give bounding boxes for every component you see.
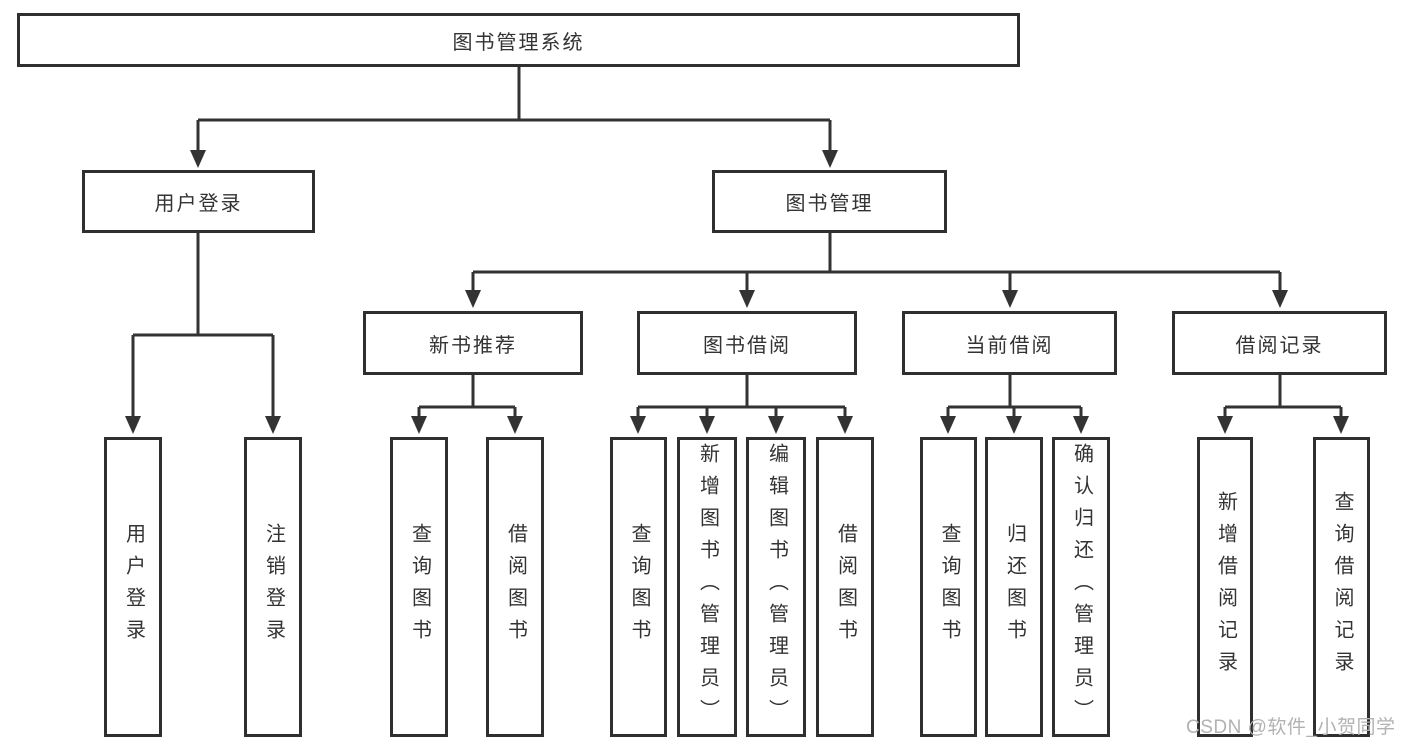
- node-label: 当前借阅: [965, 334, 1054, 357]
- leaf-query-books-borrow: 查询图书: [610, 437, 667, 737]
- leaf-borrow-books: 借阅图书: [816, 437, 874, 737]
- arrowhead-icon: [940, 416, 956, 434]
- node-borrowing-records: 借阅记录: [1172, 311, 1387, 375]
- arrowhead-icon: [125, 416, 141, 434]
- leaf-add-books-admin: 新增图书（管理员）: [677, 437, 737, 737]
- arrowhead-icon: [1333, 416, 1349, 434]
- arrowhead-icon: [768, 416, 784, 434]
- leaf-query-books-recommend: 查询图书: [390, 437, 448, 737]
- node-book-borrowing: 图书借阅: [637, 311, 857, 375]
- arrowhead-icon: [1073, 416, 1089, 434]
- leaf-label: 确认归还（管理员）: [1070, 443, 1093, 731]
- watermark: CSDN @软件_小贺同学: [1186, 717, 1396, 738]
- arrowhead-icon: [1006, 416, 1022, 434]
- arrowhead-icon: [739, 290, 755, 308]
- node-label: 图书借阅: [703, 334, 791, 357]
- leaf-return-books: 归还图书: [985, 437, 1043, 737]
- leaf-user-login: 用户登录: [104, 437, 162, 737]
- leaf-label: 借阅图书: [504, 523, 527, 651]
- arrowhead-icon: [837, 416, 853, 434]
- node-current-borrowing: 当前借阅: [902, 311, 1117, 375]
- arrowhead-icon: [507, 416, 523, 434]
- leaf-label: 借阅图书: [834, 523, 857, 651]
- leaf-label: 新增借阅记录: [1214, 491, 1237, 683]
- leaf-label: 归还图书: [1003, 523, 1026, 651]
- leaf-label: 注销登录: [262, 523, 285, 651]
- leaf-add-borrow-record: 新增借阅记录: [1197, 437, 1253, 737]
- leaf-label: 新增图书（管理员）: [696, 443, 719, 731]
- leaf-edit-books-admin: 编辑图书（管理员）: [746, 437, 806, 737]
- arrowhead-icon: [630, 416, 646, 434]
- node-library-system: 图书管理系统: [17, 13, 1020, 67]
- arrowhead-icon: [1272, 290, 1288, 308]
- arrowhead-icon: [699, 416, 715, 434]
- arrowhead-icon: [265, 416, 281, 434]
- arrowhead-icon: [465, 290, 481, 308]
- arrowhead-icon: [822, 150, 838, 168]
- leaf-label: 查询图书: [938, 523, 960, 651]
- arrowhead-icon: [190, 150, 206, 168]
- leaf-label: 用户登录: [122, 523, 145, 651]
- leaf-label: 查询图书: [408, 523, 431, 651]
- node-book-management: 图书管理: [712, 170, 947, 233]
- arrowhead-icon: [411, 416, 427, 434]
- node-label: 图书管理: [785, 193, 874, 215]
- node-user-login: 用户登录: [82, 170, 315, 233]
- arrowhead-icon: [1217, 416, 1233, 434]
- leaf-logout: 注销登录: [244, 437, 302, 737]
- node-label: 借阅记录: [1235, 334, 1324, 357]
- leaf-query-books-current: 查询图书: [920, 437, 977, 737]
- node-label: 用户登录: [154, 193, 243, 215]
- node-label: 新书推荐: [429, 334, 517, 357]
- leaf-borrow-books-recommend: 借阅图书: [486, 437, 544, 737]
- arrowhead-icon: [1002, 290, 1018, 308]
- node-label: 图书管理系统: [452, 31, 585, 54]
- leaf-confirm-return-admin: 确认归还（管理员）: [1052, 437, 1110, 737]
- leaf-label: 查询图书: [628, 523, 650, 651]
- leaf-label: 查询借阅记录: [1331, 491, 1353, 683]
- node-new-book-recommendation: 新书推荐: [363, 311, 583, 375]
- leaf-label: 编辑图书（管理员）: [765, 443, 788, 731]
- leaf-query-borrow-record: 查询借阅记录: [1313, 437, 1370, 737]
